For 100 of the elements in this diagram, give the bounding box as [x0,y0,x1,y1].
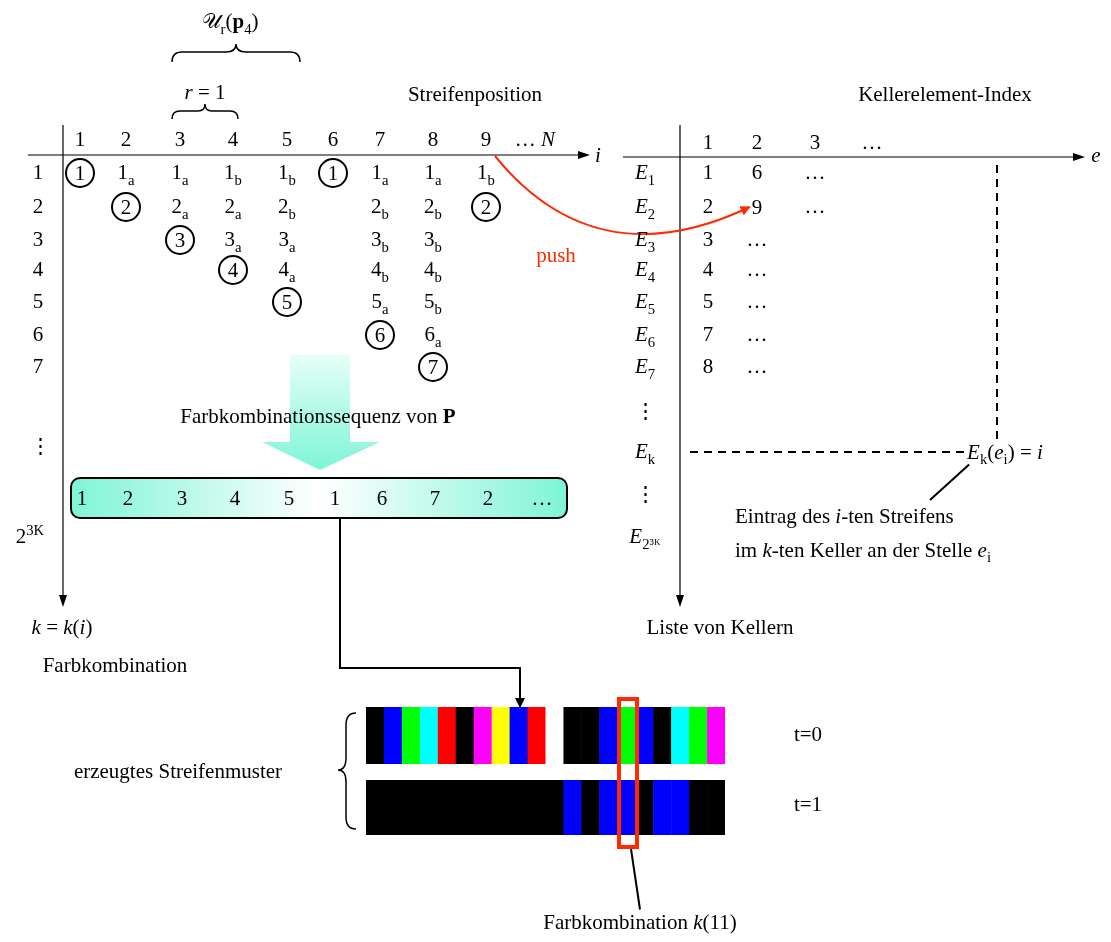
leader-line [929,463,971,501]
column-number: 3 [809,131,821,155]
column-number: 2 [751,131,763,155]
circled-number: 4 [218,255,248,285]
sequence-number: 6 [376,485,388,511]
axis-label: i [595,144,601,168]
table-entry: 4$_{b}$ [424,258,442,282]
stack-entry: 5 [702,290,714,314]
stack-label: E$_{2}$ [634,195,656,219]
column-number: 1 [74,128,86,152]
stack-entry: 1 [702,161,714,185]
brace-label: erzeugtes Streifenmuster [73,760,283,784]
sequence-number: … [531,485,553,511]
leader-line [630,848,641,911]
table-entry: 1$_{b}$ [278,161,296,185]
dashed-line [996,164,998,441]
column-number: 6 [327,128,339,152]
stack-label: E$_{6}$ [634,323,656,347]
stack-label: E$_{k}$ [634,440,656,464]
table-entry: 3$_{b}$ [424,228,442,252]
arrow [494,155,751,235]
stack-entry: … [746,355,768,379]
table-entry: 2$_{b}$ [371,195,389,219]
stack-label: E$_{1}$ [634,161,656,185]
stripe-pattern [366,780,725,835]
arrow [339,518,525,708]
table-entry: 2$_{b}$ [278,195,296,219]
sequence-number: 4 [229,485,241,511]
circled-number: 6 [365,320,395,350]
stack-entry: … [804,195,826,219]
circled-number: 2 [111,192,141,222]
sequence-number: 3 [176,485,188,511]
column-number: 4 [227,128,239,152]
table-entry: 2$_{b}$ [424,195,442,219]
table-entry: 1$_{a}$ [371,161,389,185]
stack-entry: … [746,290,768,314]
stack-entry: … [746,228,768,252]
stack-entry: 9 [751,194,763,220]
axis-label: e [1091,144,1101,168]
row-number: 2 [32,195,44,219]
column-number: 9 [480,128,492,152]
stack-entry: 3 [702,228,714,252]
sequence-bar [70,477,568,519]
table-entry: 1$_{b}$ [477,161,495,185]
dashed-line [689,451,967,453]
table-entry: 5$_{b}$ [424,290,442,314]
sequence-number: 1 [329,485,341,511]
table-entry: 3$_{a}$ [278,228,296,252]
time-label: t=0 [793,723,823,747]
table-entry: 6$_{a}$ [424,323,442,347]
column-number: … [861,131,883,155]
table-entry: 4$_{b}$ [371,258,389,282]
stripe-pattern [366,707,725,764]
table-entry: 3$_{a}$ [224,228,242,252]
table-entry: 1$_{a}$ [117,161,135,185]
stack-entry: … [746,258,768,282]
ellipsis: ⋮ [29,435,51,459]
formula: r = 1 [184,81,226,105]
stack-label: E$_{3}$ [634,228,656,252]
highlight-box [617,697,639,849]
column-number: 8 [427,128,439,152]
annotation-text: Eintrag des i-ten Streifens im k-ten Keller an der Stelle e$_{i}$ [735,500,991,568]
table-entry: 1$_{a}$ [171,161,189,185]
row-number: 2$^{3K}$ [15,525,45,549]
table-entry: 4$_{a}$ [278,258,296,282]
circled-number: 3 [165,225,195,255]
table-entry: 3$_{b}$ [371,228,389,252]
sequence-number: 5 [283,485,295,511]
circled-number: 2 [471,192,501,222]
axis-title: Streifenposition [407,83,543,107]
stack-entry: … [804,161,826,185]
column-number: … N [514,128,556,152]
stack-label: E$_{4}$ [634,258,656,282]
row-number: 5 [32,290,44,314]
sequence-number: 1 [76,485,88,511]
table-entry: 1$_{a}$ [424,161,442,185]
row-number: 7 [32,355,44,379]
column-number: 1 [702,131,714,155]
formula: 𝒰$_{r}$(p$_{4}$) [201,10,259,34]
column-number: 7 [374,128,386,152]
row-number: 3 [32,228,44,252]
row-number: 1 [32,161,44,185]
stack-entry: 8 [702,355,714,379]
stack-entry: 2 [702,195,714,219]
table-entry: 2$_{a}$ [224,195,242,219]
row-number: 6 [32,323,44,347]
table-entry: 1$_{b}$ [224,161,242,185]
stack-label: E$_{2³ᴷ}$ [629,525,661,549]
column-number: 2 [120,128,132,152]
annotation-text: Farbkombination k(11) [543,909,737,935]
stack-entry: 4 [702,258,714,282]
row-number: 4 [32,258,44,282]
table-entry: 5$_{a}$ [371,290,389,314]
circled-number: 1 [65,158,95,188]
circled-number: 5 [272,287,302,317]
annotation-text: E$_{k}$(e$_{i}$) = i [967,439,1043,465]
sequence-number: 2 [482,485,494,511]
caption-text: Farbkombinationssequenz von P [180,405,456,429]
axis-label: k = k(i) [31,616,93,640]
sequence-number: 2 [122,485,134,511]
